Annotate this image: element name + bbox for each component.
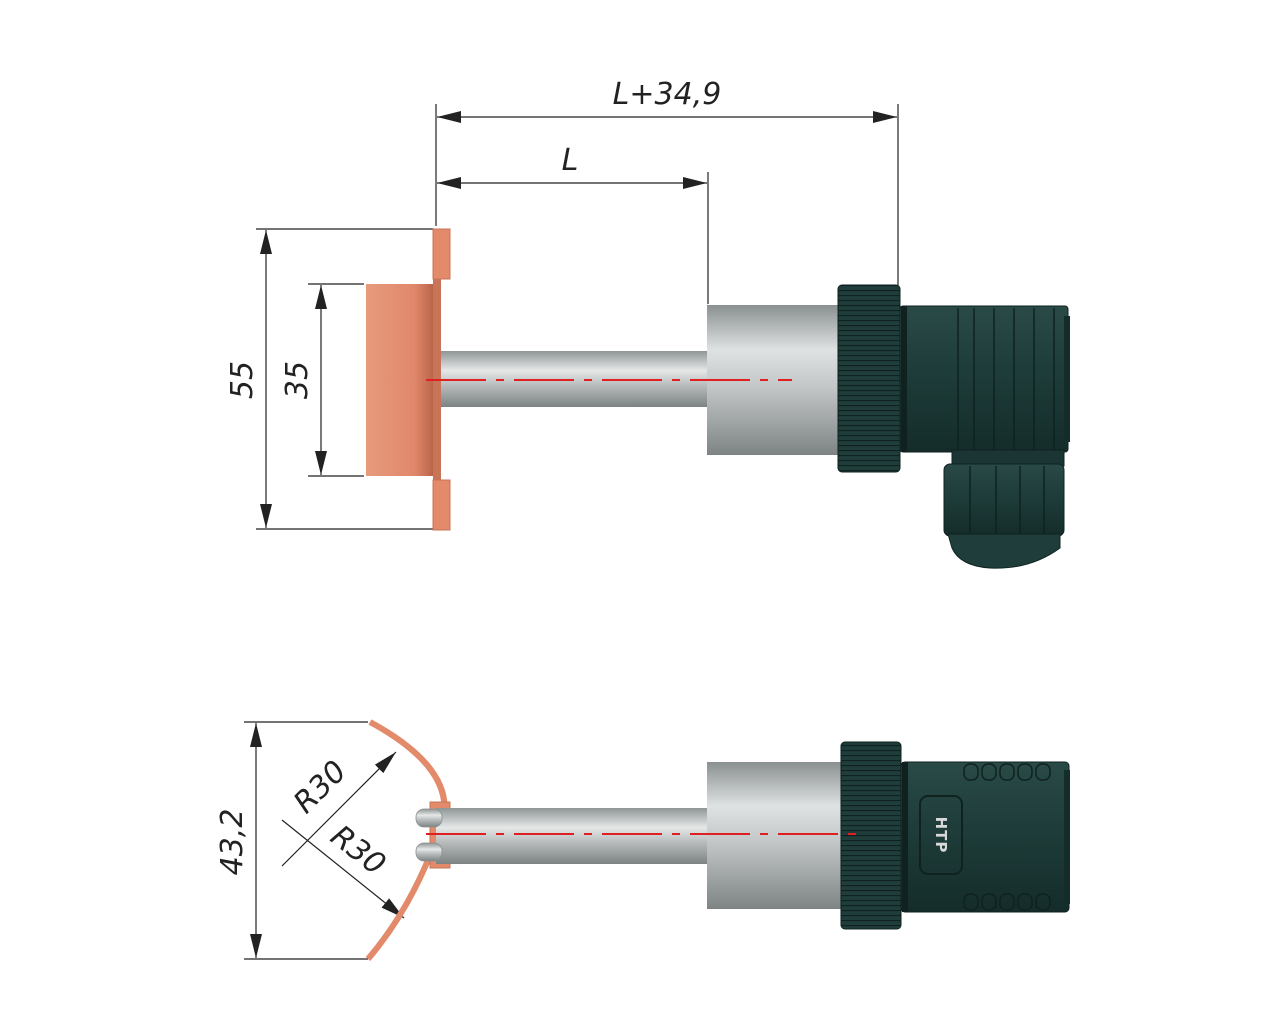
terminal-pin-lower: [415, 842, 443, 862]
side-view: L+34,9 L 55 35: [225, 77, 1070, 569]
sensing-plate: [366, 284, 436, 476]
label-total-length: L+34,9: [613, 77, 722, 112]
extension-lines-bottom: [244, 721, 368, 960]
label-radius-upper: R30: [287, 754, 353, 820]
label-flange-height: 55: [225, 361, 260, 399]
grip-ridges-bottom: [963, 893, 1051, 911]
knurled-nut: [837, 284, 901, 473]
cable-gland: [943, 449, 1065, 569]
radius-leader-lower: [281, 819, 405, 919]
logo-plate: [919, 795, 963, 875]
terminal-pin-upper: [415, 808, 443, 828]
connector-body: [899, 305, 1070, 453]
grip-ridges-top: [963, 763, 1051, 781]
probe-rod-end-view: [436, 808, 710, 864]
label-probe-length: L: [562, 143, 579, 178]
label-plate-height: 35: [280, 361, 315, 399]
sensor-housing-end-view: [707, 762, 842, 909]
label-radius-lower: R30: [324, 819, 392, 883]
radius-leader-upper: [281, 751, 397, 867]
extension-lines-top: [256, 104, 899, 530]
label-end-height: 43,2: [215, 809, 250, 876]
connector-body-end-view: НТР: [900, 761, 1070, 913]
connector-logo: НТР: [932, 817, 950, 854]
knurled-nut-end-view: [840, 741, 902, 930]
end-view: 43,2 R30 R30: [215, 719, 1070, 961]
